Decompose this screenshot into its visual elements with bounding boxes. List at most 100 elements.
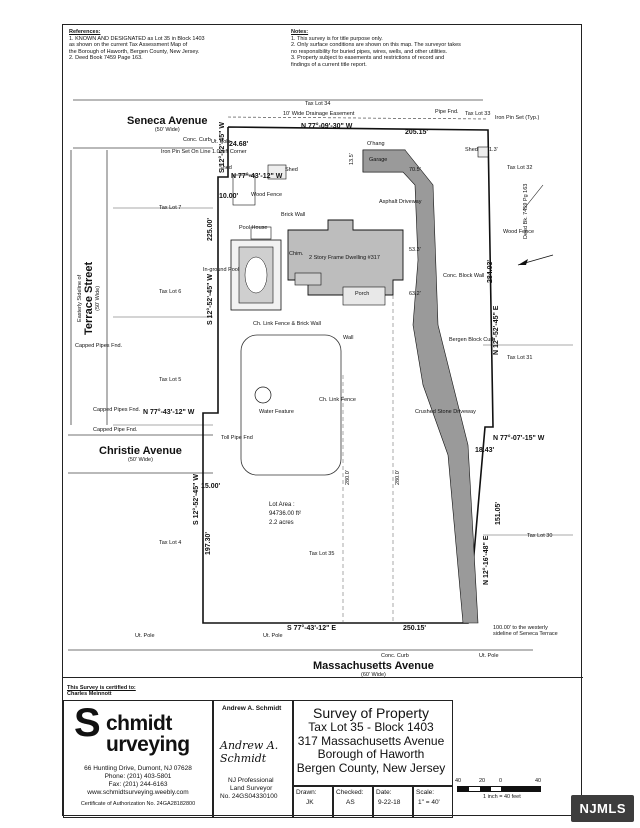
scale-bar-graphic — [501, 786, 541, 792]
terrace-street-name: Terrace Street — [83, 261, 95, 335]
east-top-distance: 284.03' — [487, 259, 494, 283]
iron-pin-line-label: Iron Pin Set On Line 1.0' off Corner — [161, 149, 247, 155]
lot-area-label: Lot Area : — [269, 502, 295, 508]
certified-to-name: Charles Meinnott — [67, 691, 112, 697]
scale-bar: 40 20 0 40 1 inch = 40 feet — [455, 778, 545, 808]
jog1-distance: 10.00' — [219, 193, 239, 200]
toll-pipe-label: Toll Pipe Fnd — [221, 435, 253, 441]
survey-title: Survey of Property Tax Lot 35 - Block 14… — [296, 706, 446, 775]
survey-plan-drawing — [68, 99, 573, 651]
surveyor-role1: NJ Professional — [228, 777, 274, 784]
title-line: Bergen County, New Jersey — [296, 760, 446, 775]
utility-pole-label: Ut. Pole — [211, 139, 231, 145]
distance-label: 280.0' — [395, 470, 401, 485]
reference-item: 2. Deed Book 7459 Page 163. — [69, 55, 143, 61]
south-line-bearing: S 77°-43'-12" E — [287, 625, 337, 632]
title-cell — [293, 700, 453, 786]
inground-pool-label: In-ground Pool — [203, 267, 240, 273]
overhang-label: O'hang — [367, 141, 385, 147]
brick-wall-label: Brick Wall — [281, 212, 306, 218]
tax-lot-label: Tax Lot 34 — [305, 101, 331, 107]
note-item: 1. This survey is for title purpose only… — [291, 35, 383, 42]
utility-pole-label: Ut. Pole — [263, 633, 283, 639]
date-cell: Date: 9-22-18 — [373, 786, 413, 818]
title-line: Tax Lot 35 - Block 1403 — [308, 720, 434, 734]
property-boundary — [202, 126, 494, 624]
references-block: References: 1. KNOWN AND DESIGNATED as L… — [69, 29, 269, 62]
iron-pin-label: Iron Pin Set (Typ.) — [495, 115, 540, 121]
concrete-block-wall-label: Conc. Block Wall — [443, 273, 485, 279]
deed-reference-label: Deed Bk. 7459 Pg 163 — [523, 183, 529, 239]
njmls-watermark: NJMLS — [571, 795, 634, 822]
lot-area-block: Lot Area : 94736.00 ft² 2.2 acres — [269, 501, 301, 528]
deed-line — [522, 184, 544, 211]
company-certificate: Certificate of Authorization No. 24GA281… — [80, 801, 196, 807]
shed-label: Shed — [465, 147, 478, 153]
pool-house — [250, 226, 272, 240]
pool-house-label: Pool House — [239, 225, 268, 231]
wood-fence-label: Wood Fence — [251, 192, 283, 198]
tax-lot-label: Tax Lot 6 — [159, 289, 182, 295]
shed — [477, 146, 489, 158]
title-line: 317 Massachusetts Avenue — [297, 733, 445, 748]
capped-pipe-label: Capped Pipes Fnd. — [93, 407, 141, 413]
asphalt-driveway-label: Asphalt Driveway — [379, 199, 422, 205]
west-low-distance: 197.30' — [205, 531, 212, 555]
checked-label: Checked: — [336, 789, 364, 796]
west-low-bearing: S 12°-52'-45" W — [193, 474, 200, 525]
tax-lot-label: Tax Lot 32 — [507, 165, 533, 171]
crushed-stone-driveway-label: Crushed Stone Driveway — [415, 409, 476, 415]
scale-bar-caption: 1 inch = 40 feet — [483, 794, 521, 800]
distance-label: 1.3' — [489, 147, 498, 153]
title-line: Borough of Haworth — [317, 747, 425, 761]
surveyor-license: No. 24GS04330100 — [220, 793, 278, 800]
tax-lot-label: Tax Lot 5 — [159, 377, 182, 383]
pool-feature — [244, 256, 268, 294]
date-value: 9-22-18 — [378, 799, 401, 806]
dwelling-label: 2 Story Frame Dwelling #317 — [309, 255, 380, 261]
chimney — [294, 272, 322, 286]
asphalt-driveway — [362, 149, 479, 624]
company-logo-word2: urveying — [106, 733, 190, 756]
checked-value: AS — [346, 799, 355, 806]
date-label: Date: — [376, 789, 392, 796]
scale-bar-tick: 0 — [499, 778, 503, 784]
notes-block: Notes: 1. This survey is for title purpo… — [291, 29, 531, 68]
west-mid-distance: 225.00' — [207, 217, 214, 241]
scale-label: Scale: — [416, 789, 435, 796]
east-top-bearing: N 12°-52'-45" E — [493, 305, 500, 355]
drainage-easement-label: 10' Wide Drainage Easement — [283, 111, 355, 117]
certification-block: This Survey is certified to: Charles Mei… — [67, 685, 136, 697]
scale-bar-tick: 20 — [479, 778, 486, 784]
utility-pole-label: Ut. Pole — [135, 633, 155, 639]
distance-label: 63.2' — [409, 291, 421, 297]
surveyor-role2: Land Surveyor — [230, 785, 273, 792]
terrace-street-width: (50' Wide) — [95, 285, 101, 311]
wood-fence-label: Wood Fence — [503, 229, 535, 235]
east-low-bearing: N 12°-16'-48" E — [483, 535, 490, 585]
tax-lot-label: Tax Lot 31 — [507, 355, 533, 361]
capped-pipe-label: Capped Pipes Fnd. — [75, 343, 123, 349]
tax-lot-label: Tax Lot 4 — [159, 540, 182, 546]
note-item: no responsibility for buried pipes, wire… — [291, 48, 448, 55]
notes-heading: Notes: — [291, 29, 309, 35]
chain-link-fence — [240, 334, 342, 476]
drainage-easement-line — [227, 116, 489, 120]
massachusetts-avenue-name: Massachusetts Avenue — [313, 660, 434, 672]
scale-bar-tick: 40 — [535, 778, 542, 784]
christie-avenue-width: (50' Wide) — [128, 457, 153, 463]
christie-avenue-label: Christie Avenue (50' Wide) — [99, 445, 182, 463]
capped-pipe-label: Capped Pipe Fnd. — [93, 427, 138, 433]
terrace-street-label: Easterly Sideline of Terrace Street (50'… — [77, 262, 101, 335]
wall-label: Wall — [343, 335, 354, 341]
distance-label: 13.5' — [349, 153, 355, 165]
lot-area-sqft: 94736.00 ft² — [269, 511, 302, 517]
surveyor-name: Andrew A. Schmidt — [222, 705, 282, 712]
north-line-distance: 205.15' — [405, 129, 429, 136]
west-mid-bearing: S 12°-52'-45" W — [207, 274, 214, 325]
jog1-bearing: N 77°-43'-12" W — [231, 173, 283, 180]
chain-link-fence-label: Ch. Link Fence & Brick Wall — [253, 321, 321, 327]
company-website: www.schmidtsurveying.weebly.com — [87, 789, 189, 796]
lot-area-acres: 2.2 acres — [269, 520, 294, 526]
shed — [267, 164, 287, 180]
